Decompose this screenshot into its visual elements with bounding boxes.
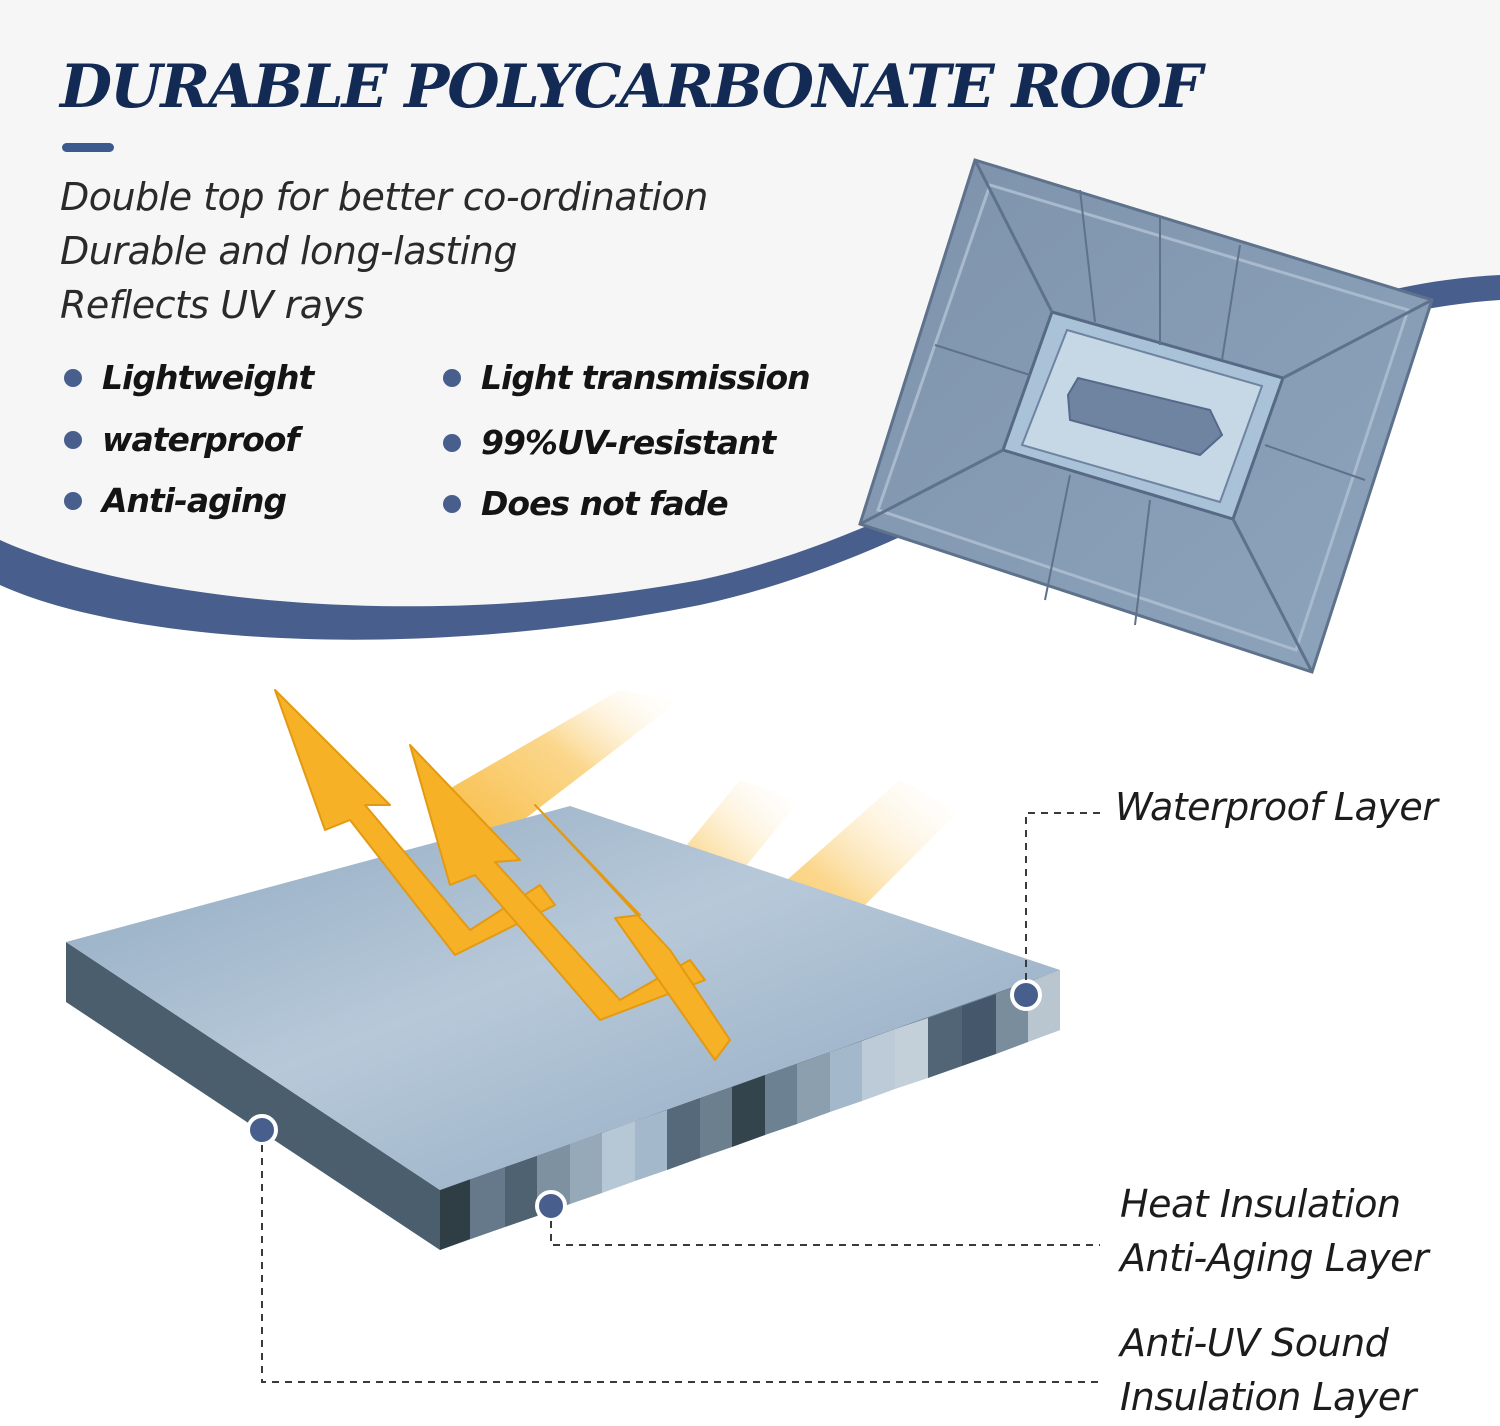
callout-uv-line-2: Insulation Layer xyxy=(1120,1375,1416,1419)
callout-markers xyxy=(246,979,1042,1222)
page-title: DURABLE POLYCARBONATE ROOF xyxy=(60,52,1202,122)
callout-heat-line-2: Anti-Aging Layer xyxy=(1120,1236,1429,1280)
title-underline xyxy=(62,143,114,152)
bullet-icon xyxy=(64,430,82,449)
callout-uv-line-1: Anti-UV Sound xyxy=(1120,1321,1389,1365)
feature-item-light-transmission: Light transmission xyxy=(443,358,811,397)
feature-item-uv-resistant: 99%UV-resistant xyxy=(443,423,776,462)
callout-leaders xyxy=(261,812,1100,1383)
callout-waterproof-layer: Waterproof Layer xyxy=(1115,785,1438,829)
bullet-icon xyxy=(443,433,461,452)
feature-label: 99%UV-resistant xyxy=(481,423,776,462)
feature-item-does-not-fade: Does not fade xyxy=(443,484,729,523)
feature-item-lightweight: Lightweight xyxy=(64,358,314,397)
feature-item-anti-aging: Anti-aging xyxy=(64,481,287,520)
bullet-icon xyxy=(64,368,82,387)
panel-side-cells xyxy=(440,970,1060,1250)
reflected-arrows xyxy=(274,689,731,1061)
bullet-icon xyxy=(443,494,461,513)
description-line-3: Reflects UV rays xyxy=(60,283,364,327)
feature-label: Light transmission xyxy=(481,358,811,397)
bullet-icon xyxy=(64,491,82,510)
polycarbonate-panel xyxy=(66,806,1060,1250)
feature-label: waterproof xyxy=(102,420,300,459)
feature-label: Does not fade xyxy=(481,484,729,523)
gazebo-roof-image xyxy=(858,158,1434,674)
feature-label: Anti-aging xyxy=(102,481,287,520)
marker-uv xyxy=(246,1114,278,1146)
bullet-icon xyxy=(443,368,461,387)
marker-waterproof xyxy=(1010,979,1042,1011)
description-line-2: Durable and long-lasting xyxy=(60,229,518,273)
description-line-1: Double top for better co-ordination xyxy=(60,175,708,219)
feature-item-waterproof: waterproof xyxy=(64,420,300,459)
feature-label: Lightweight xyxy=(102,358,314,397)
marker-heat xyxy=(535,1190,567,1222)
callout-heat-line-1: Heat Insulation xyxy=(1120,1182,1401,1226)
